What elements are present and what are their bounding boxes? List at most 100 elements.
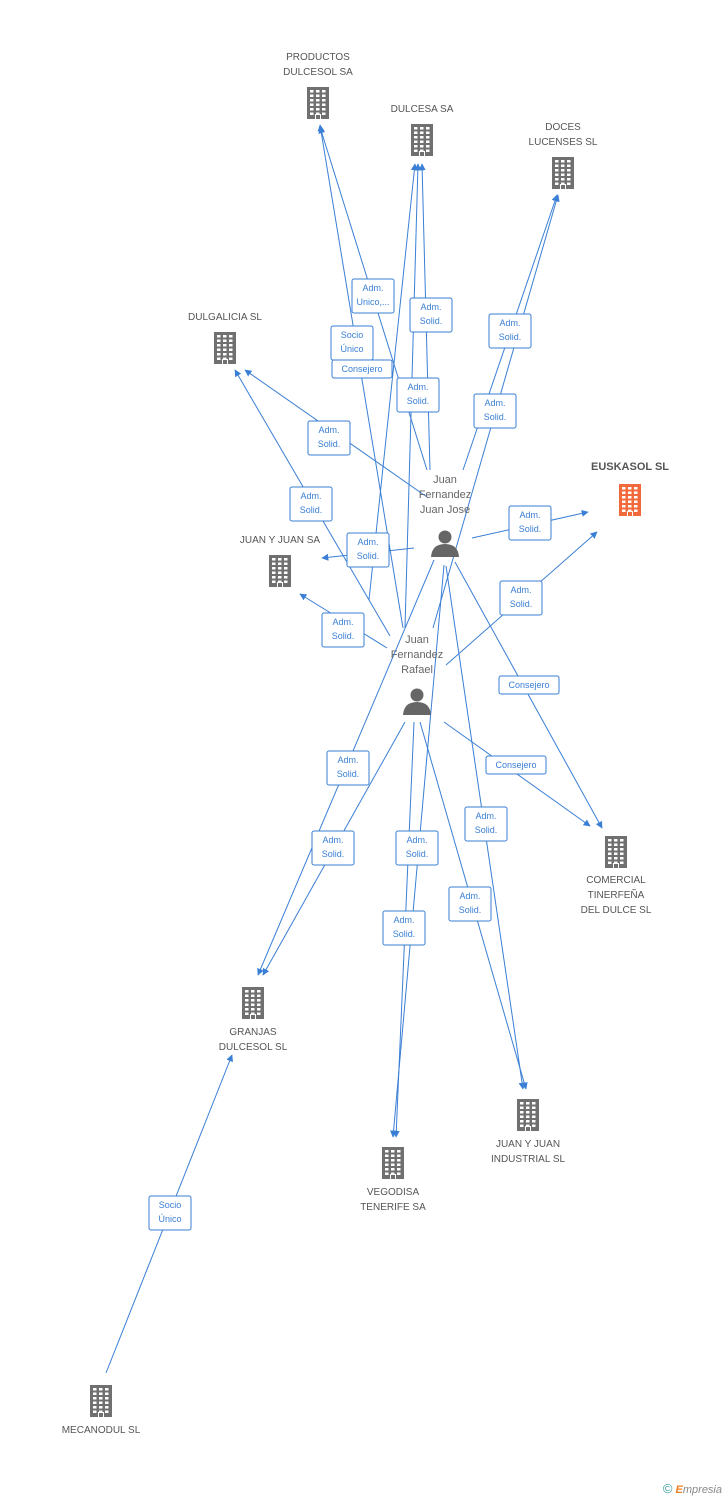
edge-label-text: Solid. bbox=[510, 599, 533, 609]
edge-label-rafael-dulcesa[interactable]: Adm.Solid. bbox=[396, 377, 440, 413]
node-euskasol[interactable]: EUSKASOL SL bbox=[591, 461, 669, 516]
building-icon bbox=[382, 1147, 404, 1179]
edge-label-rafael-euskasol[interactable]: Adm.Solid. bbox=[499, 580, 543, 616]
edge-label-box bbox=[289, 486, 333, 522]
edge-label-text: Adm. bbox=[318, 425, 339, 435]
node-label-comercial: COMERCIAL bbox=[586, 875, 646, 886]
node-label-vegodisa: TENERIFE SA bbox=[360, 1202, 426, 1213]
node-mecanodul[interactable]: MECANODUL SL bbox=[62, 1385, 141, 1436]
edge-label-box bbox=[409, 297, 453, 333]
edge-label-box bbox=[485, 755, 547, 775]
node-label-productos: DULCESOL SA bbox=[283, 67, 353, 78]
node-label-jjindustrial: JUAN Y JUAN bbox=[496, 1139, 560, 1150]
edge-label-juanjose-juanyjuan[interactable]: Adm. Solid. bbox=[346, 532, 390, 568]
building-icon bbox=[214, 332, 236, 364]
edge-label-text: Solid. bbox=[393, 929, 416, 939]
edge-label-text: Solid. bbox=[337, 769, 360, 779]
node-label-jjindustrial: INDUSTRIAL SL bbox=[491, 1154, 566, 1165]
edge-label-text: Solid. bbox=[475, 825, 498, 835]
node-label-granjas: GRANJAS bbox=[229, 1027, 277, 1038]
edge-label-rafael-dulgalicia[interactable]: Adm. Solid. bbox=[289, 486, 333, 522]
edge-label-box bbox=[311, 830, 355, 866]
edge-label-juanjose-euskasol[interactable]: Adm.Solid. bbox=[508, 505, 552, 541]
node-dulgalicia[interactable]: DULGALICIA SL bbox=[188, 312, 262, 364]
edge-label-rafael-doces[interactable]: Adm.Solid. bbox=[473, 393, 517, 429]
node-label-juanjose: Juan Jose bbox=[420, 504, 470, 516]
edge-label-juanjose-jjindustrial[interactable]: Adm.Solid. bbox=[464, 806, 508, 842]
edge-label-text: Adm. bbox=[499, 318, 520, 328]
building-icon bbox=[307, 87, 329, 119]
edge-label-text: Adm. bbox=[300, 491, 321, 501]
node-jjindustrial[interactable]: JUAN Y JUAN INDUSTRIAL SL bbox=[491, 1099, 566, 1165]
edge-label-juanjose-dulgalicia[interactable]: Adm.Solid. bbox=[307, 420, 351, 456]
edge-label-text: Solid. bbox=[499, 332, 522, 342]
edge-line-juanjose-comercial bbox=[454, 561, 603, 829]
brand-name: mpresia bbox=[682, 1484, 722, 1496]
node-label-rafael: Rafael bbox=[401, 664, 433, 676]
edge-label-rafael-jjindustrial[interactable]: Adm.Solid. bbox=[448, 886, 492, 922]
node-dulcesa[interactable]: DULCESA SA bbox=[391, 104, 454, 156]
brand-logo-initial: E bbox=[675, 1484, 683, 1496]
edge-label-rafael-vegodisa[interactable]: Adm. Solid. bbox=[382, 910, 426, 946]
edge-label-juanjose-vegodisa[interactable]: Adm.Solid. bbox=[395, 830, 439, 866]
edge-label-juanjose-granjas[interactable]: Adm. Solid. bbox=[326, 750, 370, 786]
node-label-euskasol: EUSKASOL SL bbox=[591, 461, 669, 473]
edge-label-box bbox=[326, 750, 370, 786]
edge-label-box bbox=[351, 278, 395, 314]
edge-label-text: Adm. bbox=[420, 302, 441, 312]
node-label-comercial: DEL DULCE SL bbox=[581, 905, 652, 916]
edge-label-text: Adm. bbox=[406, 835, 427, 845]
node-label-juanyjuan: JUAN Y JUAN SA bbox=[240, 535, 321, 546]
edge-label-text: Adm. bbox=[357, 537, 378, 547]
edge-line-rafael-dulcesa bbox=[368, 163, 418, 601]
edge-label-text: Adm. bbox=[393, 915, 414, 925]
node-label-productos: PRODUCTOS bbox=[286, 52, 350, 63]
edge-label-text: Único bbox=[340, 344, 363, 354]
edge-label-text: Solid. bbox=[300, 505, 323, 515]
person-icon bbox=[403, 688, 431, 715]
edge-labels-layer: Adm.Unico,...SocioÚnicoAdm.Solid.Adm.Sol… bbox=[148, 278, 560, 1231]
edge-label-juanjose-doces[interactable]: Adm. Solid. bbox=[488, 313, 532, 349]
brand-watermark: © Empresia bbox=[663, 1481, 722, 1496]
edge-label-rafael-comercial[interactable]: Consejero bbox=[485, 755, 547, 775]
edge-label-rafael-dulcesa[interactable]: Consejero bbox=[331, 359, 393, 379]
edge-label-box bbox=[473, 393, 517, 429]
building-icon bbox=[619, 484, 641, 516]
edge-label-juanjose-dulcesa[interactable]: Adm.Solid. bbox=[409, 297, 453, 333]
edge-label-box bbox=[148, 1195, 192, 1231]
building-icon bbox=[517, 1099, 539, 1131]
node-juanyjuan[interactable]: JUAN Y JUAN SA bbox=[240, 535, 321, 587]
edge-label-box bbox=[464, 806, 508, 842]
nodes-layer: PRODUCTOS DULCESOL SA DULCESA SA DOCESLUCEN… bbox=[62, 52, 670, 1436]
edge-label-text: Adm. bbox=[337, 755, 358, 765]
edge-label-text: Adm. bbox=[459, 891, 480, 901]
edge-label-juanjose-comercial[interactable]: Consejero bbox=[498, 675, 560, 695]
edge-label-text: Socio bbox=[341, 330, 364, 340]
edge-label-box bbox=[331, 359, 393, 379]
edge-label-box bbox=[382, 910, 426, 946]
node-label-juanjose: Fernandez bbox=[419, 489, 472, 501]
node-label-rafael: Fernandez bbox=[391, 649, 444, 661]
copyright-symbol: © bbox=[662, 1481, 673, 1496]
edge-label-box bbox=[321, 612, 365, 648]
building-icon bbox=[269, 555, 291, 587]
edge-label-rafael-juanyjuan[interactable]: Adm.Solid. bbox=[321, 612, 365, 648]
node-productos[interactable]: PRODUCTOS DULCESOL SA bbox=[283, 52, 353, 119]
edge-label-box bbox=[395, 830, 439, 866]
edge-label-juanjose-productos[interactable]: Adm.Unico,... bbox=[351, 278, 395, 314]
edge-label-text: Adm. bbox=[362, 283, 383, 293]
node-label-mecanodul: MECANODUL SL bbox=[62, 1425, 141, 1436]
edge-label-rafael-granjas[interactable]: Adm.Solid. bbox=[311, 830, 355, 866]
edge-label-text: Solid. bbox=[357, 551, 380, 561]
building-icon bbox=[411, 124, 433, 156]
edge-label-box bbox=[307, 420, 351, 456]
